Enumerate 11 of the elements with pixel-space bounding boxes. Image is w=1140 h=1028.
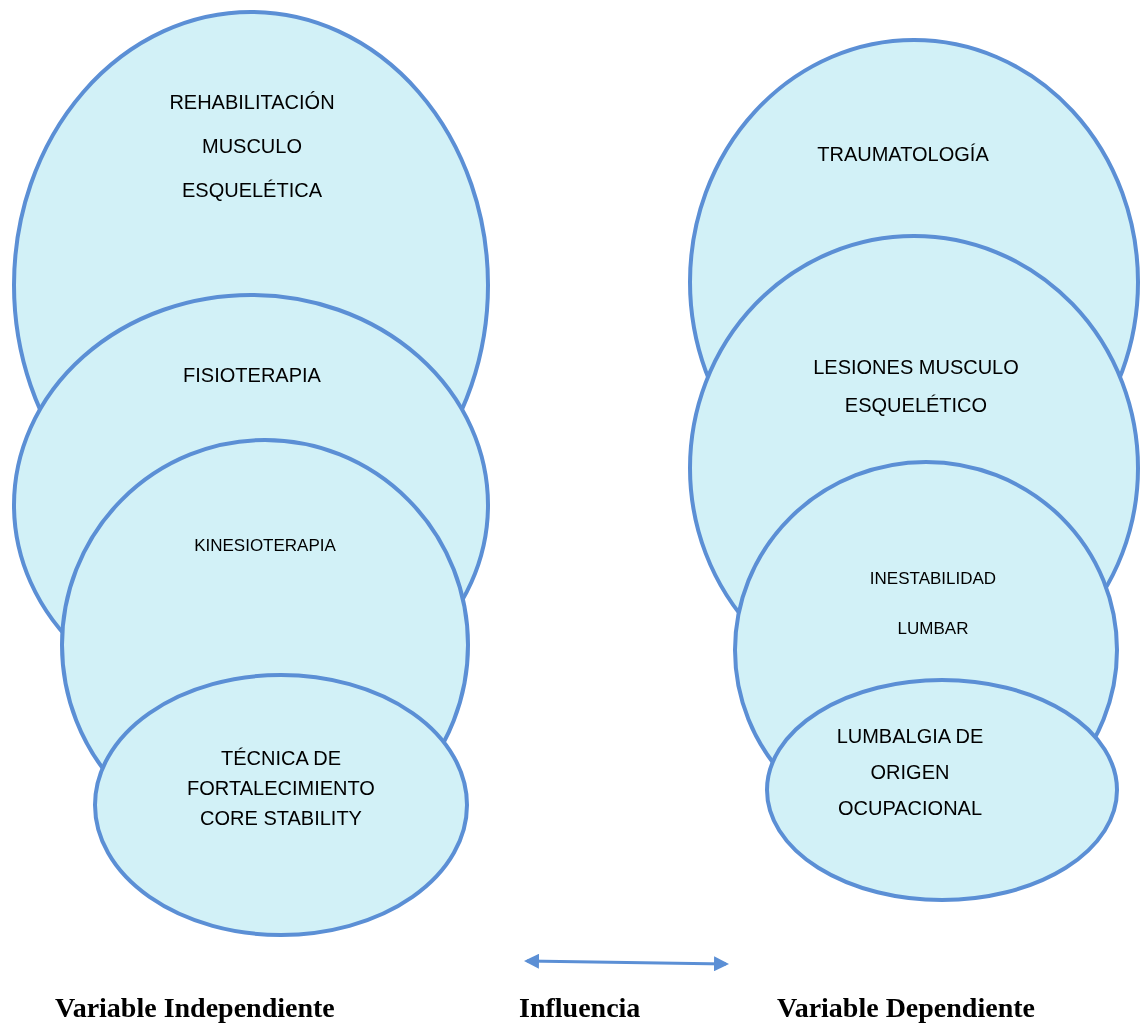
node-label: REHABILITACIÓN MUSCULO ESQUELÉTICA bbox=[168, 90, 336, 203]
caption-label: Influencia bbox=[519, 992, 641, 1024]
caption-label: Variable Dependiente bbox=[777, 992, 1035, 1024]
node-label: LESIONES MUSCULO ESQUELÉTICO bbox=[812, 355, 1020, 418]
node-label: KINESIOTERAPIA bbox=[193, 535, 337, 557]
node-label: TRAUMATOLOGÍA bbox=[816, 142, 990, 166]
caption-label: Variable Independiente bbox=[55, 992, 335, 1024]
node-label: TÉCNICA DE FORTALECIMIENTO CORE STABILITY bbox=[186, 746, 376, 831]
node-label: LUMBALGIA DE ORIGEN OCUPACIONAL bbox=[835, 724, 985, 821]
node-label: FISIOTERAPIA bbox=[182, 363, 322, 387]
node-label: INESTABILIDAD LUMBAR bbox=[868, 568, 998, 640]
